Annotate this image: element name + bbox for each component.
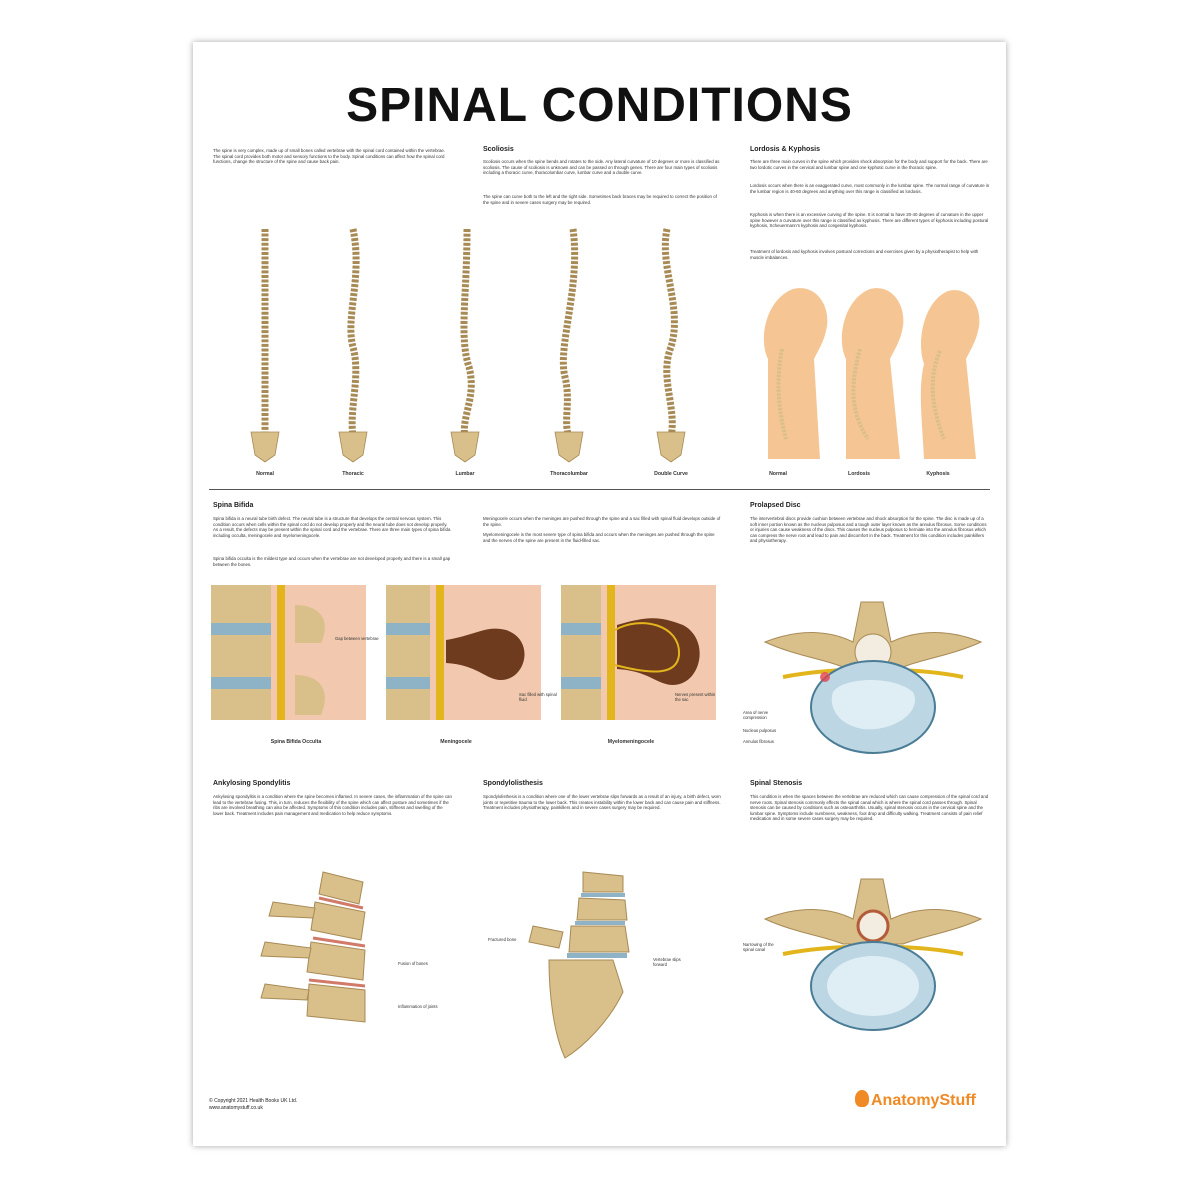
spondylolisthesis-heading: Spondylolisthesis [483, 780, 543, 787]
spina-bifida-illustration [211, 585, 716, 720]
lordosis-text-4: Treatment of lordosis and kyphosis invol… [750, 249, 979, 260]
lordosis-text-2: Lordosis occurs when there is an exagger… [750, 183, 990, 194]
label-vertebrae-slips-forward: Vertebrae slips forward [653, 957, 681, 967]
brand-logo: AnatomyStuff [855, 1090, 976, 1110]
prolapsed-disc-heading: Prolapsed Disc [750, 502, 801, 509]
caption-lordosis: Lordosis [848, 471, 870, 477]
spina-bifida-text-3: Meningocele occurs when the meninges are… [483, 516, 721, 527]
brand-mark-icon [855, 1090, 869, 1108]
spinal-stenosis-illustration [763, 878, 983, 1031]
scoliosis-text-2: The spine can curve both to the left and… [483, 194, 717, 205]
prolapsed-disc-text: The intervertebral discs provide cushion… [750, 516, 987, 544]
poster: SPINAL CONDITIONS The spine is very comp… [193, 42, 1006, 1146]
prolapsed-disc-illustration [763, 601, 983, 754]
label-fractured-bone: Fractured bone [488, 937, 517, 942]
footer: © Copyright 2021 Health Books UK Ltd. ww… [209, 1098, 297, 1112]
ankylosing-spondylitis-illustration [260, 871, 366, 1023]
label-area-nerve-compression: Area of nerve compression [743, 710, 769, 720]
label-nerves-within-sac: Nerves present within the sac [675, 692, 716, 702]
spina-bifida-heading: Spina Bifida [213, 502, 254, 509]
spondylolisthesis-text: Spondylolisthesis is a condition where o… [483, 794, 721, 811]
lordosis-kyphosis-illustration [763, 288, 980, 459]
caption-spina-bifida-occulta: Spina Bifida Occulta [270, 739, 322, 745]
intro-text: The spine is very complex, made up of sm… [213, 148, 446, 165]
ankylosing-heading: Ankylosing Spondylitis [213, 780, 291, 787]
caption-thoracic: Thoracic [342, 471, 364, 477]
caption-normal: Normal [256, 471, 274, 477]
caption-lordosis-normal: Normal [769, 471, 787, 477]
spina-bifida-text-1: Spina bifida is a neural tube birth defe… [213, 516, 451, 538]
website-text: www.anatomystuff.co.uk [209, 1105, 263, 1111]
spinal-stenosis-text: This condition is when the spaces betwee… [750, 794, 989, 822]
caption-meningocele: Meningocele [440, 739, 472, 745]
copyright-text: © Copyright 2021 Health Books UK Ltd. [209, 1098, 298, 1104]
lordosis-text-1: There are three main curves in the spine… [750, 159, 988, 170]
label-fusion-of-bones: Fusion of bones [398, 961, 428, 966]
label-gap-between-vertebrae: Gap between vertebrae [335, 636, 379, 641]
spina-bifida-text-4: Myelomeningocele is the most severe type… [483, 532, 715, 543]
section-divider [209, 489, 990, 490]
scoliosis-heading: Scoliosis [483, 146, 514, 153]
spina-bifida-text-2: Spina bifida occulta is the mildest type… [213, 556, 451, 567]
label-narrowing-spinal-canal: Narrowing of the spinal canal [743, 942, 774, 952]
page-title: SPINAL CONDITIONS [346, 79, 853, 132]
spinal-stenosis-heading: Spinal Stenosis [750, 780, 803, 787]
brand-name: AnatomyStuff [871, 1092, 976, 1109]
caption-thoracolumbar: Thoracolumbar [550, 471, 588, 477]
caption-double-curve: Double Curve [654, 471, 688, 477]
caption-kyphosis: Kyphosis [926, 471, 950, 477]
caption-myelomeningocele: Myelomeningocele [607, 739, 655, 745]
scoliosis-text-1: Scoliosis occurs when the spine bends an… [483, 159, 720, 176]
label-sac-spinal-fluid: Sac filled with spinal fluid [519, 692, 557, 702]
lordosis-text-3: Kyphosis is when there is an excessive c… [750, 212, 989, 229]
spondylolisthesis-illustration [528, 871, 630, 1059]
lordosis-heading: Lordosis & Kyphosis [750, 146, 821, 153]
label-nucleus-pulposus: Nucleus pulposus [743, 728, 777, 733]
scoliosis-spines-illustration [250, 228, 686, 463]
label-inflammation-of-joints: Inflammation of joints [398, 1004, 438, 1009]
label-annulus-fibrosus: Annulus fibrosus [743, 739, 774, 744]
ankylosing-text: Ankylosing spondylitis is a condition wh… [213, 794, 452, 816]
caption-lumbar: Lumbar [455, 471, 475, 477]
